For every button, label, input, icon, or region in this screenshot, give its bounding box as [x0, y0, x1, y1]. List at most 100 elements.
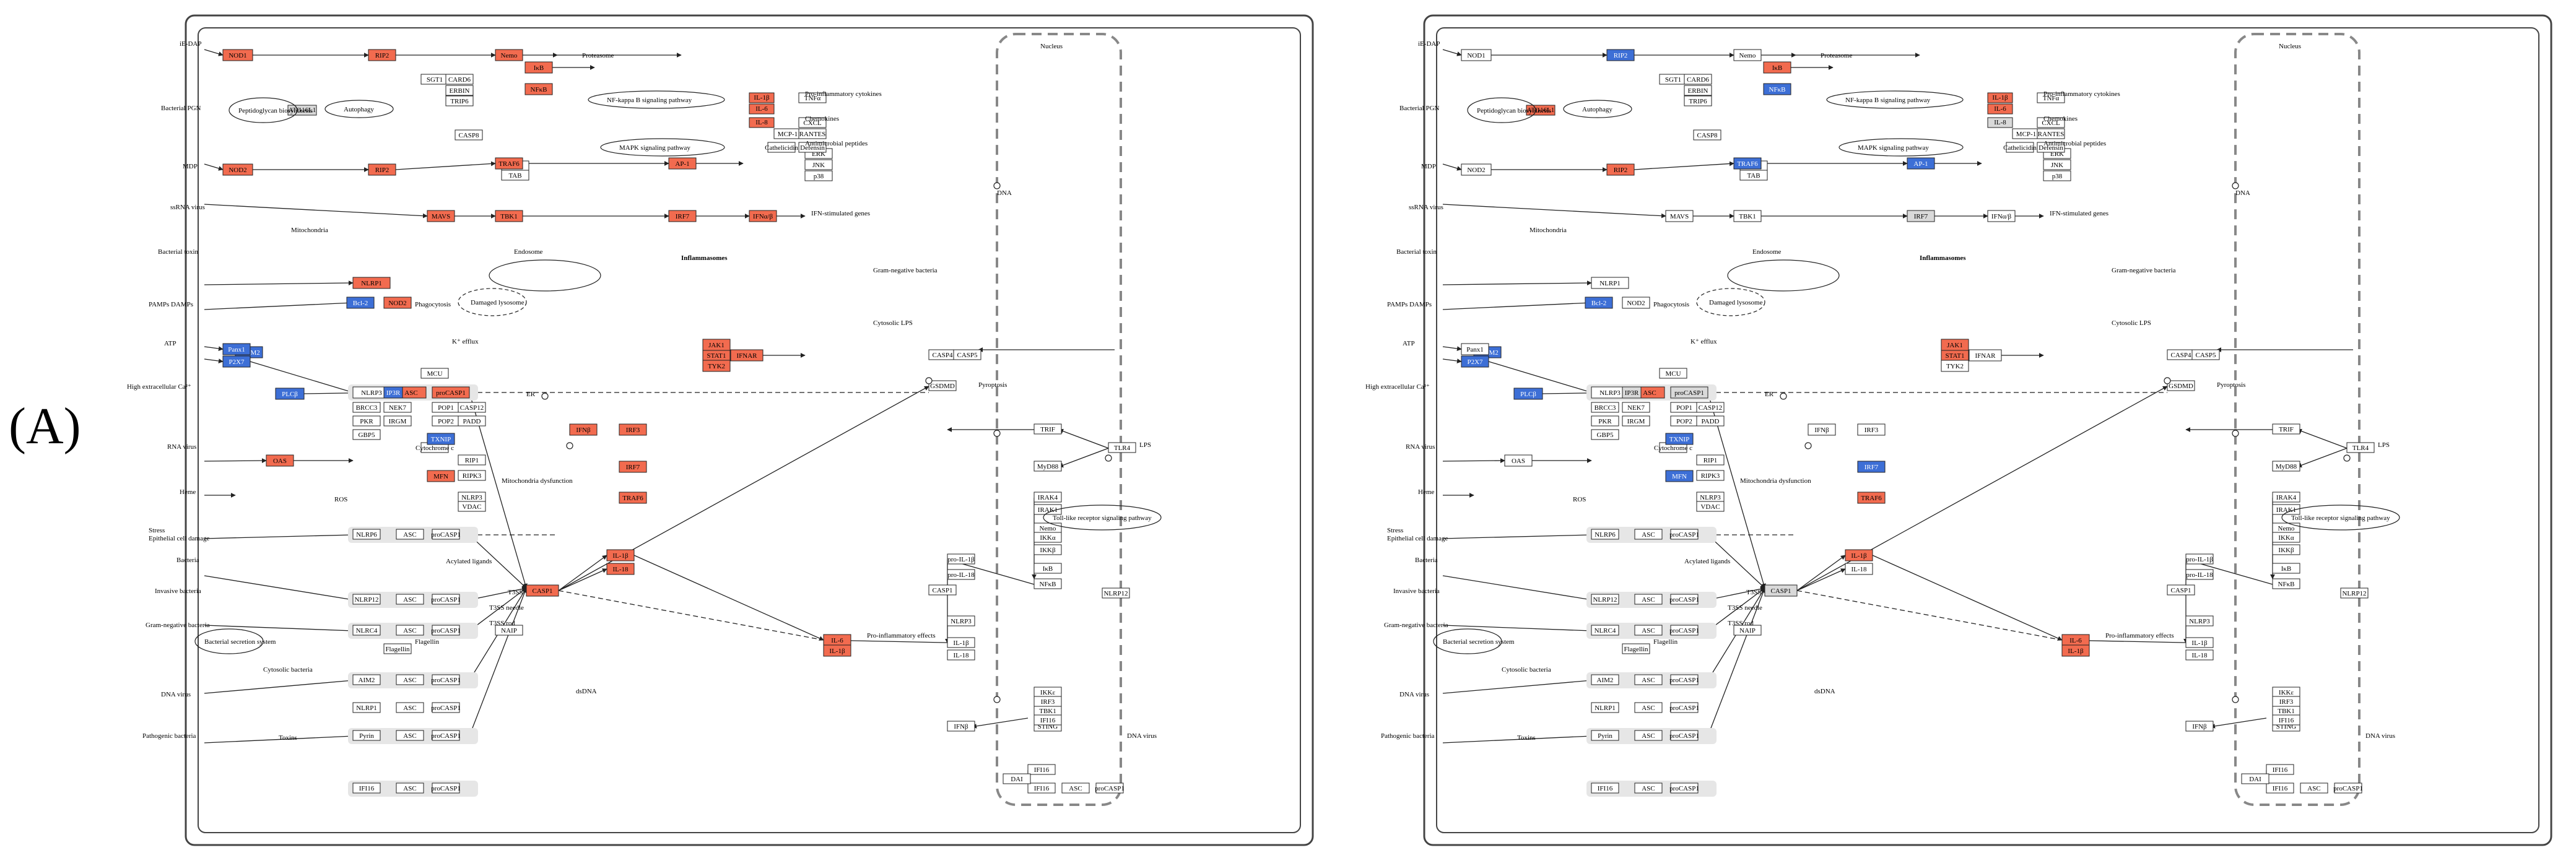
- svg-text:P2X7: P2X7: [1467, 358, 1483, 366]
- svg-text:MCU: MCU: [1665, 370, 1681, 378]
- label-peptidoglycan-bio: Peptidoglycan biosynthesis: [1477, 107, 1551, 115]
- svg-text:NLRP12: NLRP12: [1103, 590, 1128, 597]
- pathway-edge: [1872, 555, 2063, 641]
- svg-text:IFI16: IFI16: [1034, 766, 1050, 774]
- gene-node: NLRC4: [352, 625, 381, 636]
- pathway-edge: [204, 532, 354, 539]
- label-ros: ROS: [334, 496, 347, 503]
- svg-text:CASP1: CASP1: [932, 587, 952, 594]
- gene-node: ERBIN: [1684, 85, 1712, 96]
- svg-text:MFN: MFN: [433, 473, 448, 480]
- nucleus-boundary: [996, 33, 1122, 806]
- gene-node-rip2: RIP2: [1606, 163, 1635, 176]
- label-bacteria: Bacteria: [176, 557, 199, 564]
- gene-node-tbk1: TBK1: [495, 210, 523, 222]
- gene-node: NLRP3: [947, 615, 975, 626]
- svg-text:NLRP1: NLRP1: [1595, 704, 1616, 712]
- gene-node-il1b: IL-1β: [1845, 549, 1873, 561]
- gene-node-il1b: IL-1β: [606, 549, 635, 561]
- gene-node: TRIF: [2272, 423, 2300, 435]
- gene-node-irf7-top: IRF7: [1907, 210, 1935, 222]
- gene-node: CARD6: [1684, 74, 1712, 85]
- svg-text:IRGM: IRGM: [389, 418, 407, 425]
- svg-text:NOD1: NOD1: [228, 52, 246, 59]
- gene-node: proCASP1: [1669, 594, 1699, 605]
- gene-node: BRCC3: [352, 402, 381, 413]
- svg-text:PKR: PKR: [360, 418, 373, 425]
- svg-text:NOD2: NOD2: [1467, 167, 1485, 174]
- svg-text:TRIP6: TRIP6: [450, 98, 469, 105]
- label-flagellin: Flagellin: [415, 638, 440, 646]
- svg-text:ASC: ASC: [1642, 732, 1655, 740]
- svg-text:CASP1: CASP1: [532, 587, 552, 595]
- svg-text:MCP-1: MCP-1: [2016, 131, 2036, 138]
- pathway-edge: [1796, 555, 1846, 591]
- pathway-edge: [1707, 586, 1765, 600]
- gene-node: VDAC: [1696, 501, 1725, 512]
- svg-text:Nemo: Nemo: [1040, 525, 1056, 532]
- gene-node-tbk1: TBK1: [1733, 210, 1762, 222]
- gene-node-mavs: MAVS: [1665, 210, 1694, 222]
- gene-node: proCASP1: [2333, 782, 2363, 794]
- gene-node: proCASP1: [431, 674, 461, 685]
- label-pathogenic-bacteria: Pathogenic bacteria: [1381, 732, 1435, 740]
- svg-text:ASC: ASC: [403, 704, 416, 712]
- gene-node: ERBIN: [445, 85, 474, 96]
- gene-node: POP1: [432, 402, 460, 413]
- gene-node-procasp1-1: proCASP1: [432, 386, 470, 399]
- svg-text:proCASP1: proCASP1: [1674, 389, 1704, 397]
- svg-text:TRAF6: TRAF6: [1737, 160, 1758, 168]
- gene-node: IFI16: [1591, 782, 1619, 794]
- mapk-pathway-ellipse: [1838, 138, 1964, 157]
- svg-text:IRAK4: IRAK4: [2276, 494, 2297, 501]
- gene-node-rip2: RIP2: [368, 163, 396, 176]
- svg-text:MCU: MCU: [427, 370, 442, 378]
- svg-text:IFI16: IFI16: [2279, 717, 2294, 724]
- svg-text:IRF3: IRF3: [1041, 698, 1055, 706]
- gene-node-txnip: TXNIP: [1665, 433, 1694, 445]
- indirect-edge: [1796, 590, 2063, 641]
- mapk-pathway-ellipse: [600, 138, 725, 157]
- damaged-lysosome-ellipse: [458, 288, 527, 316]
- svg-text:TNFα: TNFα: [804, 95, 821, 102]
- gene-node: Defensin: [2037, 142, 2065, 153]
- svg-text:STAT1: STAT1: [1946, 352, 1965, 360]
- gene-node: TAB: [501, 170, 529, 181]
- svg-text:proCASP1: proCASP1: [436, 389, 466, 397]
- gene-node: NLRP12: [352, 594, 381, 605]
- gene-node-casp1: CASP1: [526, 584, 559, 597]
- gene-node: MCP-1: [2012, 128, 2040, 139]
- svg-text:IL-1β: IL-1β: [2191, 639, 2208, 647]
- gene-node: IκB: [2272, 563, 2300, 574]
- svg-text:ERBIN: ERBIN: [1688, 87, 1708, 95]
- svg-text:PLCβ: PLCβ: [282, 391, 298, 398]
- svg-text:IRF7: IRF7: [676, 213, 690, 220]
- svg-text:PADD: PADD: [1702, 418, 1720, 425]
- gene-node-irf7-top: IRF7: [668, 210, 697, 222]
- svg-text:IL-1β: IL-1β: [1851, 552, 1867, 560]
- svg-text:TRAF6: TRAF6: [1861, 495, 1882, 502]
- gene-node-nlrp3: NLRP3: [1591, 386, 1629, 399]
- svg-text:IKKε: IKKε: [2279, 689, 2294, 696]
- gene-node: IFI16: [1027, 782, 1056, 794]
- gene-node-atg16l1: ATG16L1: [1526, 105, 1556, 116]
- gene-node-nod2b: NOD2: [1622, 297, 1650, 309]
- svg-text:NAIP: NAIP: [501, 627, 517, 635]
- label-bacterial-secretion: Bacterial secretion system: [204, 638, 276, 646]
- svg-text:TBK1: TBK1: [500, 213, 518, 220]
- gene-node: IKKε: [1033, 687, 1062, 698]
- cytoplasm-boundary: [198, 27, 1301, 833]
- svg-text:NFκB: NFκB: [1769, 86, 1786, 93]
- pathway-edge: [1442, 49, 1462, 56]
- svg-text:CASP8: CASP8: [1697, 132, 1718, 139]
- svg-text:NFκB: NFκB: [1040, 581, 1056, 588]
- svg-text:proCASP1: proCASP1: [431, 732, 461, 740]
- label-antimicrobial: Antimicrobial peptides: [2043, 140, 2106, 147]
- gene-node: CASP8: [1693, 129, 1721, 141]
- gene-node: IRF3: [2272, 696, 2300, 707]
- svg-text:GSDMD: GSDMD: [2169, 383, 2193, 390]
- label-pro-inflammatory-effects: Pro-inflammatory effects: [867, 632, 936, 639]
- svg-text:IFNβ: IFNβ: [576, 427, 591, 434]
- gene-node-nod2b: NOD2: [383, 297, 412, 309]
- peptidoglycan-bio-ellipse: [228, 97, 298, 123]
